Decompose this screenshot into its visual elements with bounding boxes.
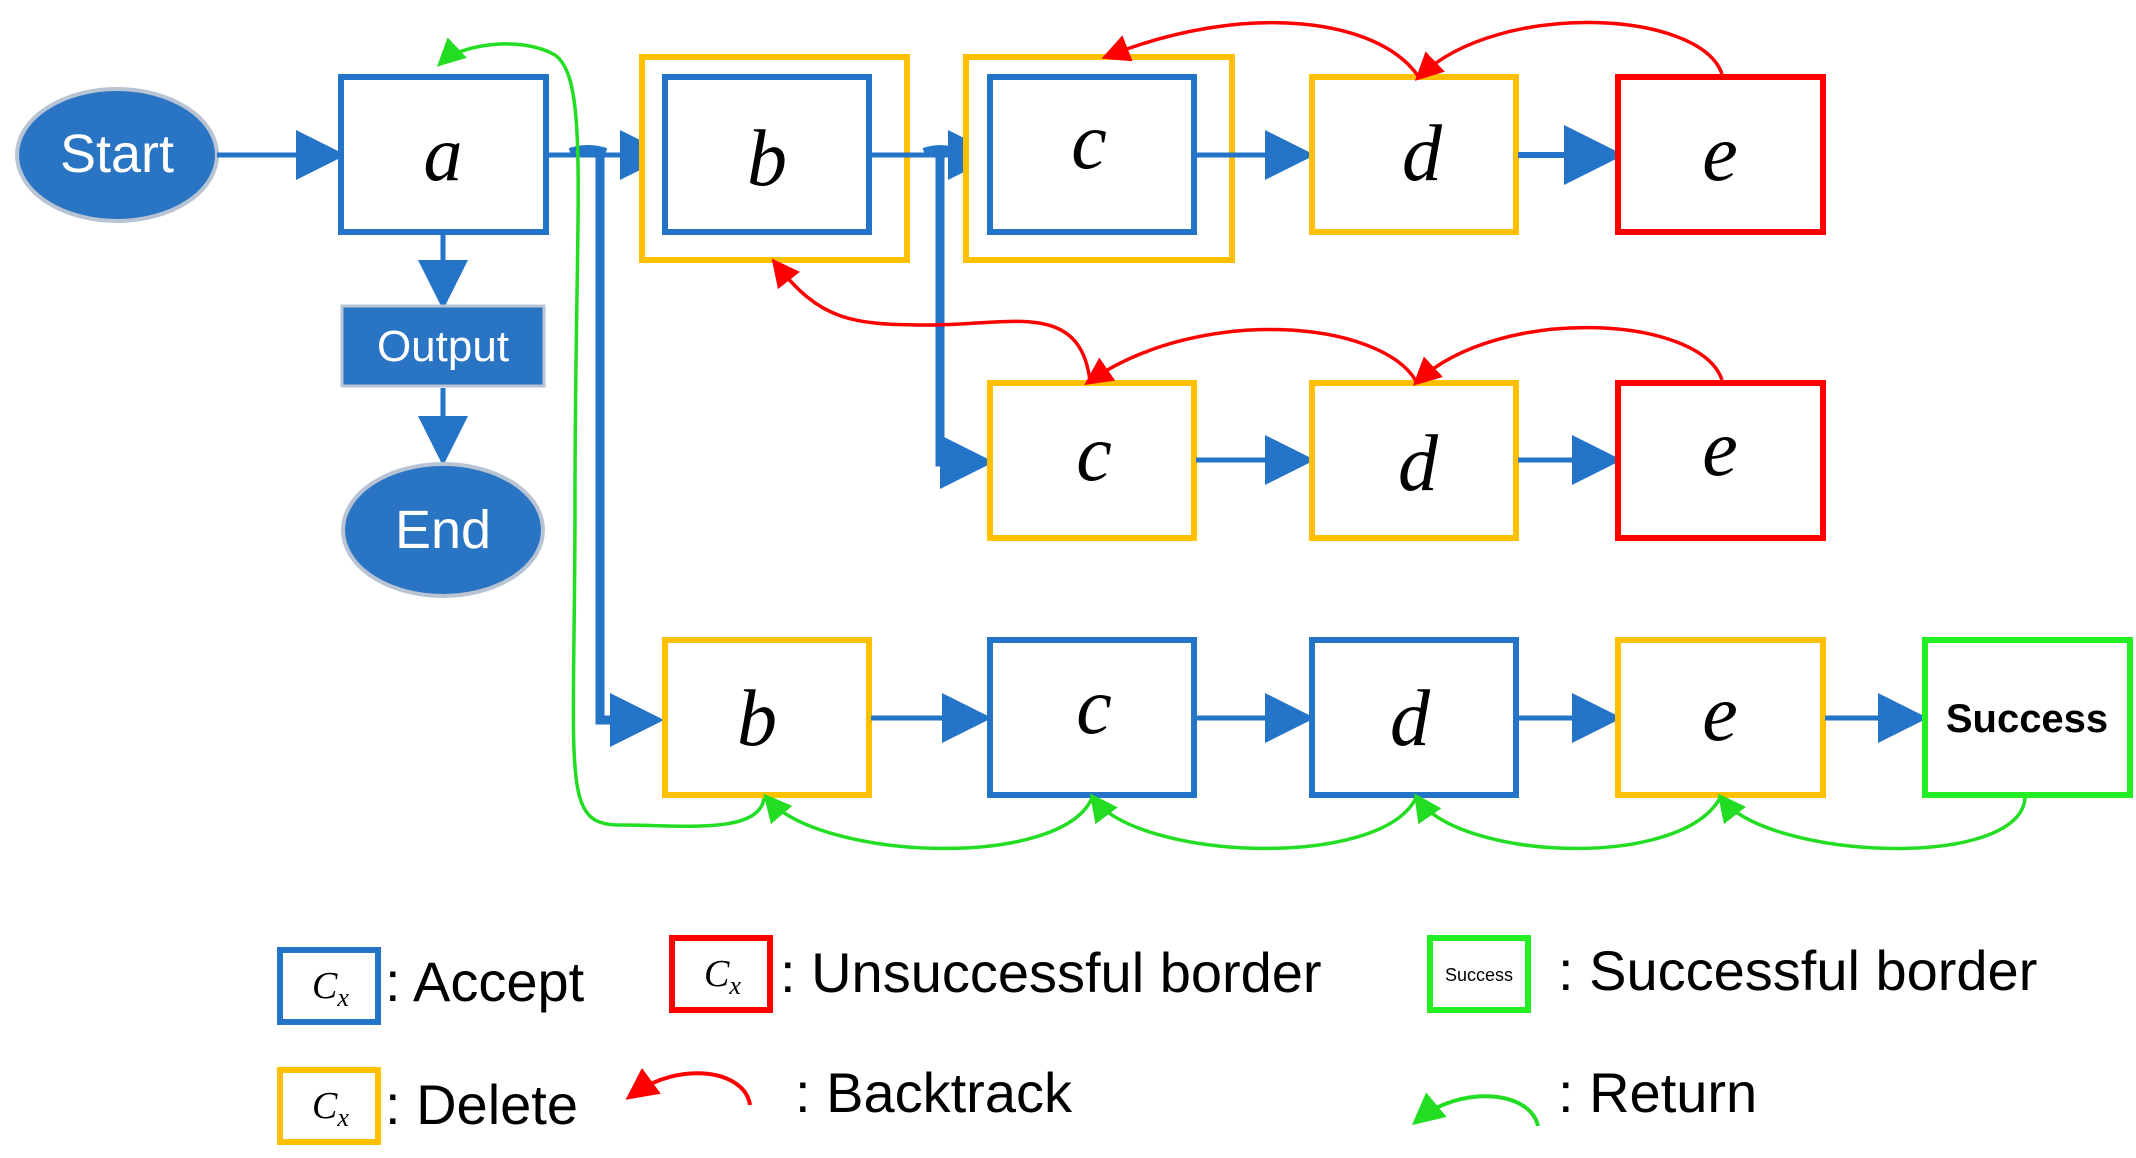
legend-delete-sub: x bbox=[336, 1103, 349, 1132]
return-d-to-c bbox=[1089, 793, 1418, 851]
node-e-top-label: e bbox=[1702, 110, 1738, 198]
legend-return: : Return bbox=[1411, 1061, 1757, 1127]
legend: Cx : Accept Cx : Unsuccessful border Suc… bbox=[277, 935, 2037, 1145]
node-d-mid-label: d bbox=[1398, 420, 1439, 508]
start-terminal: Start bbox=[15, 87, 219, 223]
node-a-label: a bbox=[424, 110, 463, 197]
node-c-mid: c bbox=[987, 380, 1197, 541]
return-c-to-b bbox=[763, 793, 1094, 851]
svg-text:Cx: Cx bbox=[704, 953, 741, 1000]
legend-unsuccessful-sub: x bbox=[728, 971, 741, 1000]
node-b-bot-label: b bbox=[737, 675, 777, 763]
node-b-bot: b bbox=[662, 637, 872, 798]
node-b-top: b bbox=[639, 54, 910, 263]
return-success-to-e bbox=[1717, 793, 2027, 851]
legend-success: Success : Successful border bbox=[1427, 935, 2037, 1013]
node-e-mid: e bbox=[1615, 380, 1826, 541]
backtrack-e-to-d-top bbox=[1414, 20, 1724, 81]
svg-text:Cx: Cx bbox=[312, 965, 349, 1012]
backtrack-d-to-c-mid bbox=[1084, 327, 1418, 385]
b-junction bbox=[922, 145, 958, 156]
output-label: Output bbox=[377, 322, 509, 371]
legend-accept-sub: x bbox=[336, 983, 349, 1012]
backtrack-e-to-d-mid bbox=[1412, 325, 1724, 386]
backtrack-d-to-c-top bbox=[1101, 20, 1420, 77]
end-terminal: End bbox=[341, 462, 545, 598]
node-c-top-label: c bbox=[1071, 98, 1107, 186]
node-b-top-label: b bbox=[747, 115, 787, 203]
node-c-bot-label: c bbox=[1076, 663, 1112, 751]
svg-text:Cx: Cx bbox=[312, 1085, 349, 1132]
return-e-to-d bbox=[1414, 793, 1722, 851]
legend-return-arrow bbox=[1411, 1092, 1540, 1127]
legend-return-label: : Return bbox=[1558, 1061, 1757, 1124]
node-d-bot-label: d bbox=[1390, 675, 1431, 763]
legend-accept-symbol: C bbox=[312, 965, 338, 1007]
node-e-top: e bbox=[1615, 74, 1826, 235]
node-e-mid-label: e bbox=[1702, 405, 1738, 493]
return-b-to-a bbox=[436, 37, 766, 828]
node-c-top: c bbox=[963, 54, 1235, 263]
node-e-bot-label: e bbox=[1702, 670, 1738, 758]
node-a: a bbox=[338, 74, 549, 235]
node-e-bot: e bbox=[1615, 637, 1826, 798]
legend-unsuccessful-label: : Unsuccessful border bbox=[780, 941, 1322, 1004]
end-label: End bbox=[395, 500, 491, 560]
node-d-mid: d bbox=[1309, 380, 1519, 541]
legend-backtrack-arrow bbox=[625, 1067, 752, 1106]
legend-delete: Cx : Delete bbox=[277, 1067, 578, 1145]
legend-delete-label: : Delete bbox=[385, 1073, 578, 1136]
output-box: Output bbox=[340, 304, 546, 388]
node-d-top: d bbox=[1309, 74, 1519, 235]
a-branch-to-b-bot bbox=[595, 155, 664, 747]
node-d-bot: d bbox=[1309, 637, 1519, 798]
a-junction bbox=[568, 145, 608, 156]
node-c-mid-label: c bbox=[1076, 410, 1112, 498]
b-branch-to-c-mid bbox=[935, 155, 994, 489]
node-d-top-label: d bbox=[1402, 110, 1443, 198]
node-success: Success bbox=[1922, 637, 2133, 798]
legend-accept: Cx : Accept bbox=[277, 947, 585, 1025]
legend-delete-symbol: C bbox=[312, 1085, 338, 1127]
legend-backtrack: : Backtrack bbox=[625, 1061, 1073, 1124]
legend-backtrack-label: : Backtrack bbox=[795, 1061, 1073, 1124]
node-c-bot: c bbox=[987, 637, 1197, 798]
backtrack-c-mid-to-b-top bbox=[771, 258, 1092, 382]
legend-unsuccessful-symbol: C bbox=[704, 953, 730, 995]
legend-success-label: : Successful border bbox=[1558, 939, 2037, 1002]
legend-accept-label: : Accept bbox=[385, 950, 585, 1013]
start-label: Start bbox=[60, 124, 174, 184]
legend-success-symbol: Success bbox=[1445, 965, 1513, 985]
node-success-label: Success bbox=[1946, 697, 2108, 741]
legend-unsuccessful: Cx : Unsuccessful border bbox=[669, 935, 1322, 1013]
